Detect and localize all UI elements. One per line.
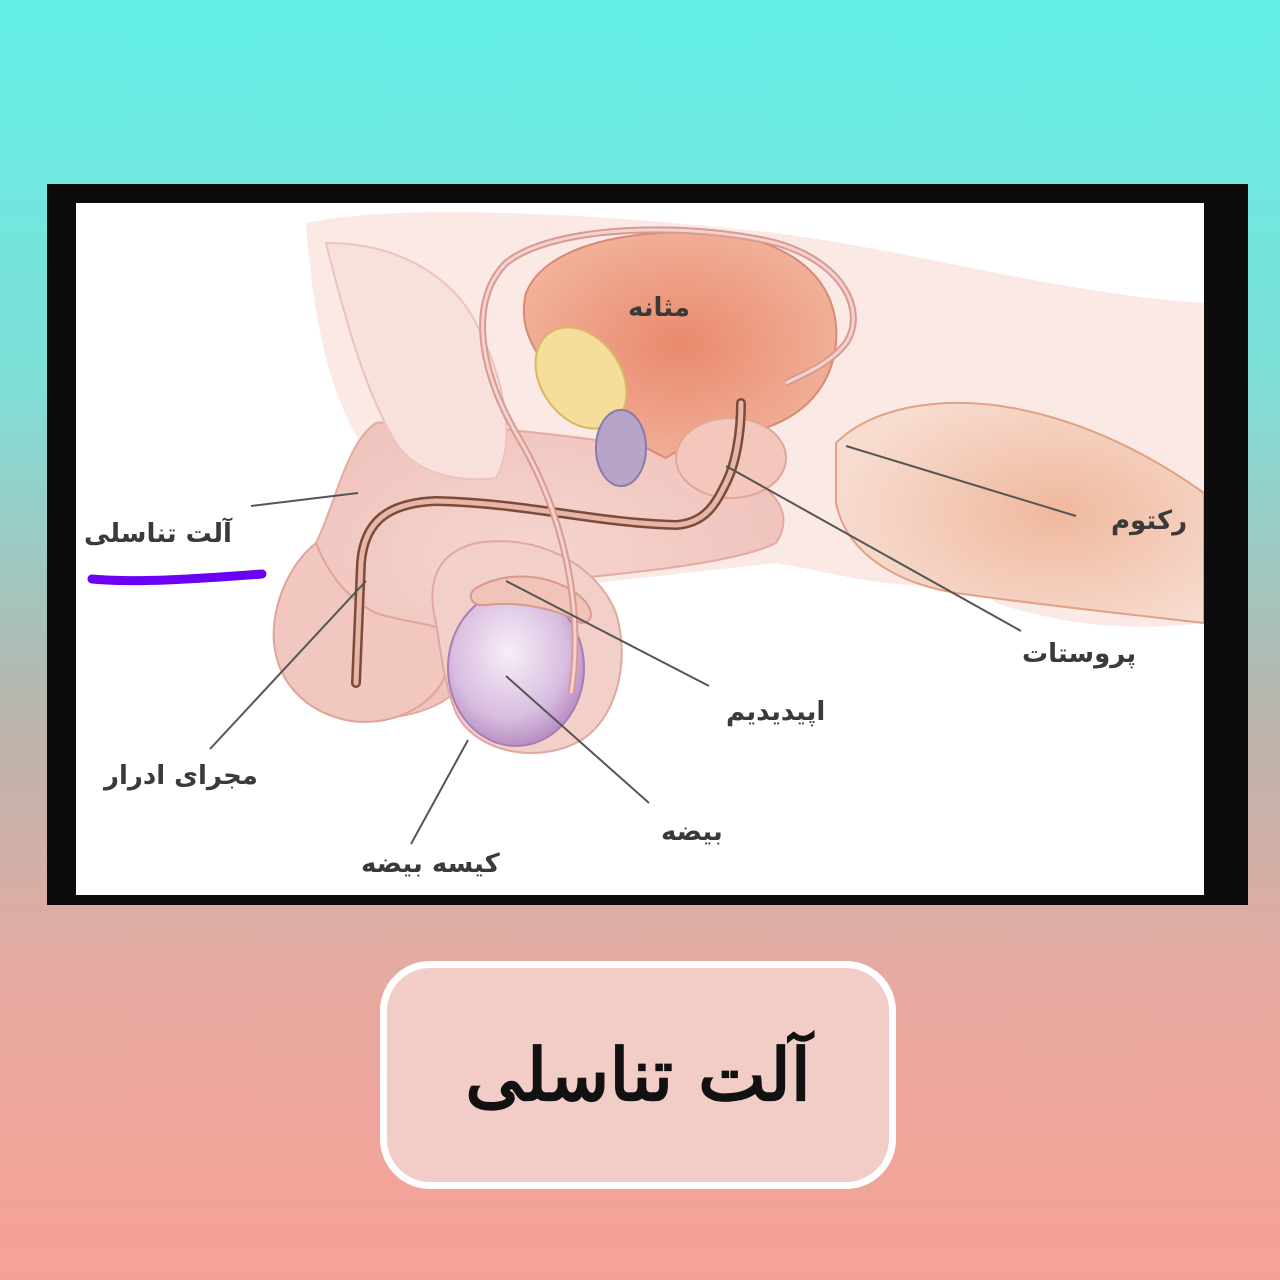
label-epididymis: اپیدیدیم [726, 697, 826, 727]
label-urethra: مجرای ادرار [104, 761, 258, 791]
rectum-shape [835, 402, 1204, 625]
caption-title: آلت تناسلی [465, 1032, 811, 1117]
pelvic-structure [324, 241, 508, 481]
leader-penis [250, 492, 359, 507]
leader-prostate [725, 465, 1022, 632]
label-testis: بیضه [661, 817, 723, 847]
leader-lines [209, 445, 1077, 845]
anatomy-diagram: مثانه رکتوم آلت تناسلی پروستات اپیدیدیم … [76, 203, 1204, 895]
venous-plexus [595, 409, 647, 487]
label-bladder: مثانه [628, 293, 691, 323]
leader-scrotum [410, 739, 469, 845]
leader-urethra [209, 580, 367, 750]
leader-epididymis [505, 580, 710, 687]
anatomy-illustration [87, 212, 1204, 845]
label-prostate: پروستات [1022, 639, 1137, 669]
leader-testis [505, 675, 650, 804]
highlight-underline [87, 569, 267, 586]
epididymis-shape [469, 575, 592, 625]
label-scrotum: کیسه بیضه [361, 849, 500, 879]
label-penis: آلت تناسلی [84, 519, 232, 549]
leader-rectum [845, 445, 1077, 517]
caption-box: آلت تناسلی [380, 961, 896, 1189]
label-rectum: رکتوم [1111, 506, 1188, 536]
